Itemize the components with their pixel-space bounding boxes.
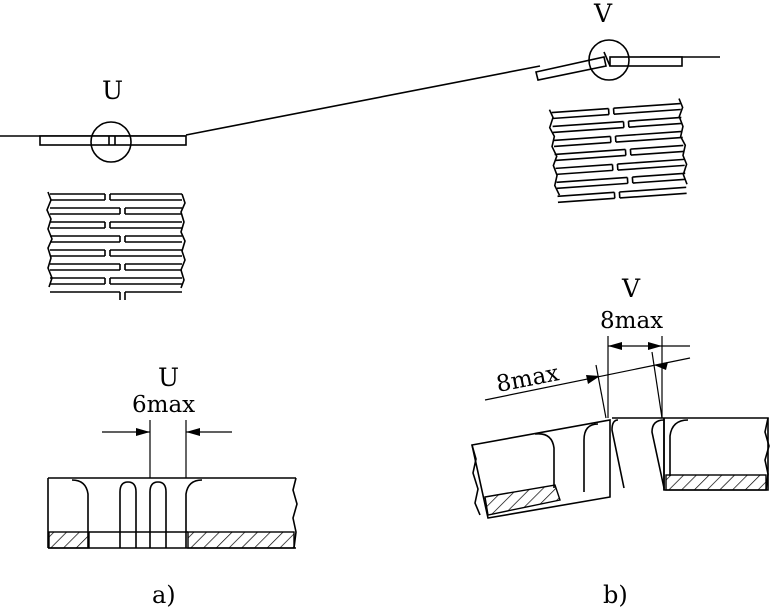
caption-b: b) — [603, 581, 628, 608]
section-a-straight-joint: U 6max — [47, 363, 298, 549]
caption-a: a) — [152, 581, 176, 608]
dim-v-gap-text: 8max — [600, 308, 663, 334]
finger-joint-u-plan — [46, 191, 186, 300]
finger-joint-v-plan — [548, 98, 688, 204]
detail-u-marker: U — [39, 76, 187, 163]
dim-u-text: 6max — [132, 392, 195, 418]
section-b-angled-joint: V 8max 8max — [471, 274, 770, 519]
dim-v-offset-text: 8max — [494, 360, 561, 398]
detail-v-marker: V — [535, 0, 683, 81]
section-u-label: U — [158, 363, 179, 392]
detail-v-label: V — [593, 0, 613, 28]
section-v-label: V — [621, 274, 641, 303]
detail-u-label: U — [102, 76, 123, 105]
